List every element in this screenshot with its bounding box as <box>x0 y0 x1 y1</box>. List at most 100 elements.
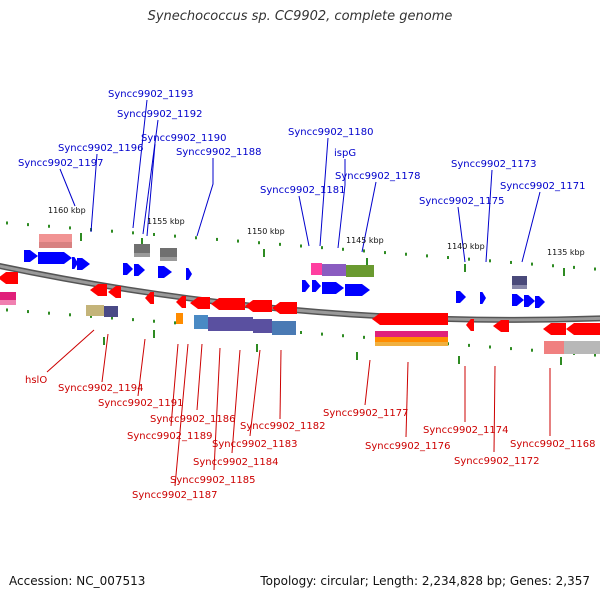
feature-block <box>512 285 527 289</box>
scale-dot <box>489 345 491 349</box>
leader-line <box>337 159 346 249</box>
map-title: Synechococcus sp. CC9902, complete genom… <box>147 9 453 24</box>
leader-line <box>174 343 189 487</box>
forward-gene <box>312 280 321 292</box>
lower-gene-label: Syncc9902_1176 <box>365 441 451 452</box>
forward-gene <box>72 257 78 269</box>
label-leaders <box>46 99 551 487</box>
major-tick <box>356 352 358 360</box>
leader-line <box>457 206 466 263</box>
scale-label: 1135 kbp <box>547 248 585 257</box>
gene-features <box>0 234 600 354</box>
major-tick <box>141 238 143 246</box>
upper-gene-label: Syncc9902_1173 <box>451 159 537 170</box>
upper-gene-label: Syncc9902_1175 <box>419 196 505 207</box>
reverse-gene <box>211 298 245 310</box>
feature-block <box>0 292 16 300</box>
upper-gene-label: Syncc9902_1190 <box>141 133 227 144</box>
upper-gene-label: Syncc9902_1197 <box>18 158 104 169</box>
leader-line <box>279 349 282 420</box>
scale-dot <box>594 353 596 357</box>
scale-dot <box>27 310 29 314</box>
scale-dot <box>69 313 71 317</box>
reverse-gene <box>466 319 474 331</box>
major-tick <box>560 357 562 365</box>
topology-summary: Topology: circular; Length: 2,234,828 bp… <box>260 574 590 588</box>
leader-line <box>405 361 409 438</box>
reverse-gene <box>90 284 107 296</box>
leader-line <box>90 153 98 233</box>
scale-dot <box>258 241 260 245</box>
reverse-gene <box>543 323 566 335</box>
accession-text: Accession: NC_007513 <box>9 574 146 588</box>
reverse-gene <box>372 313 448 325</box>
reverse-gene <box>493 320 509 332</box>
scale-dot <box>48 224 50 228</box>
scale-dot <box>111 229 113 233</box>
scale-dot <box>300 331 302 334</box>
scale-dot <box>510 347 512 351</box>
scale-dot <box>69 226 71 230</box>
feature-block <box>544 341 564 354</box>
upper-gene-label: Syncc9902_1171 <box>500 181 586 192</box>
lower-gene-label: Syncc9902_1168 <box>510 439 596 450</box>
scale-dot <box>594 267 596 271</box>
lower-gene-label: Syncc9902_1194 <box>58 383 144 394</box>
feature-block <box>564 341 600 354</box>
reverse-gene <box>108 286 121 298</box>
forward-gene <box>186 268 192 280</box>
leader-line <box>485 169 493 263</box>
scale-dot <box>468 257 470 261</box>
leader-line <box>364 359 371 406</box>
leader-line <box>196 158 214 237</box>
forward-gene <box>322 282 344 294</box>
upper-gene-label: Syncc9902_1188 <box>176 147 262 158</box>
feature-block <box>311 263 322 275</box>
forward-gene <box>345 284 370 296</box>
lower-gene-label: Syncc9902_1191 <box>98 398 184 409</box>
scale-label: 1140 kbp <box>447 242 485 251</box>
forward-gene <box>24 250 38 262</box>
feature-block <box>134 244 150 253</box>
leader-line <box>361 181 377 253</box>
feature-block <box>346 265 374 277</box>
leader-line <box>170 343 179 427</box>
lower-gene-label: Syncc9902_1187 <box>132 490 218 501</box>
major-tick <box>103 337 105 345</box>
reverse-gene <box>0 272 18 284</box>
reverse-gene <box>176 296 186 308</box>
forward-gene <box>480 292 486 304</box>
upper-gene-label: Syncc9902_1196 <box>58 143 144 154</box>
scale-dot <box>132 318 134 322</box>
feature-block <box>134 253 150 257</box>
forward-gene <box>77 258 90 270</box>
lower-gene-label: Syncc9902_1174 <box>423 425 509 436</box>
scale-label: 1160 kbp <box>48 206 86 215</box>
major-tick <box>366 258 368 266</box>
leader-line <box>101 333 109 383</box>
leader-line <box>142 119 159 235</box>
scale-dot <box>321 246 323 250</box>
forward-gene <box>38 252 72 264</box>
major-tick <box>256 344 258 352</box>
leader-line <box>132 99 148 229</box>
lower-gene-label: Syncc9902_1185 <box>170 475 256 486</box>
scale-dot <box>321 332 323 336</box>
forward-gene <box>524 295 535 307</box>
feature-block <box>194 315 208 329</box>
feature-block <box>375 331 448 337</box>
feature-block <box>322 264 346 276</box>
upper-gene-label: ispG <box>334 148 356 159</box>
reverse-gene <box>272 302 297 314</box>
leader-line <box>137 338 146 397</box>
feature-block <box>160 248 177 257</box>
feature-block <box>104 306 118 317</box>
forward-gene <box>535 296 545 308</box>
forward-gene <box>158 266 172 278</box>
leader-line <box>298 195 310 247</box>
feature-block <box>86 305 104 316</box>
scale-dot <box>153 232 155 236</box>
leader-line <box>493 365 496 453</box>
scale-dot <box>195 236 197 240</box>
